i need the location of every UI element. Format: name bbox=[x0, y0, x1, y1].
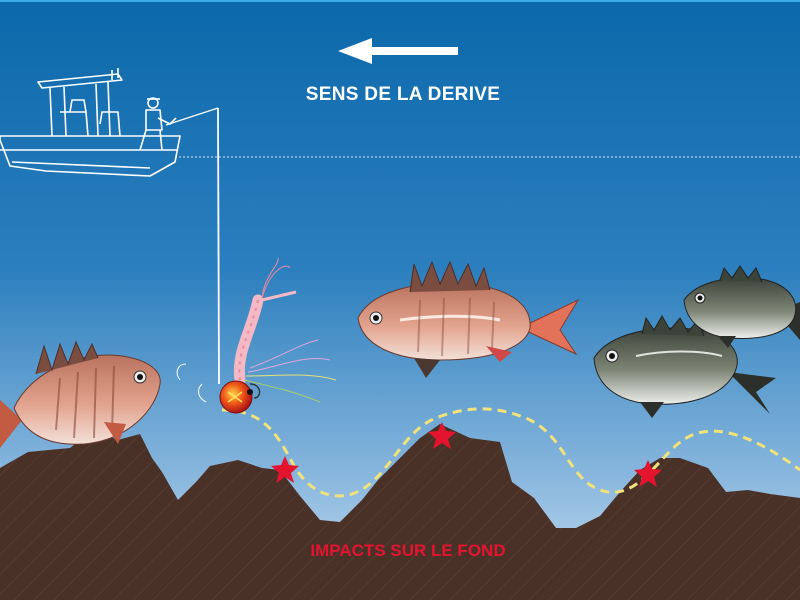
fishing-rod bbox=[165, 107, 219, 126]
star-icon bbox=[271, 456, 299, 483]
pink-bream-fish bbox=[0, 340, 161, 448]
arrow-left-icon bbox=[338, 38, 458, 64]
lure-path bbox=[221, 407, 800, 498]
top-border bbox=[0, 0, 800, 2]
star-icon bbox=[634, 460, 662, 487]
dark-bream-fish bbox=[683, 265, 800, 348]
boat-icon bbox=[0, 68, 181, 177]
shrimp-lure-icon bbox=[176, 257, 337, 414]
pink-bream-fish bbox=[357, 260, 580, 378]
angler-icon bbox=[139, 97, 177, 151]
seabed-hatching bbox=[0, 424, 800, 600]
fishing-line bbox=[217, 107, 220, 385]
dark-bream-fish bbox=[593, 314, 776, 418]
bottom-impacts-label: IMPACTS SUR LE FOND bbox=[310, 541, 506, 560]
star-icon bbox=[428, 422, 456, 449]
drift-direction-label: SENS DE LA DERIVE bbox=[305, 84, 501, 105]
